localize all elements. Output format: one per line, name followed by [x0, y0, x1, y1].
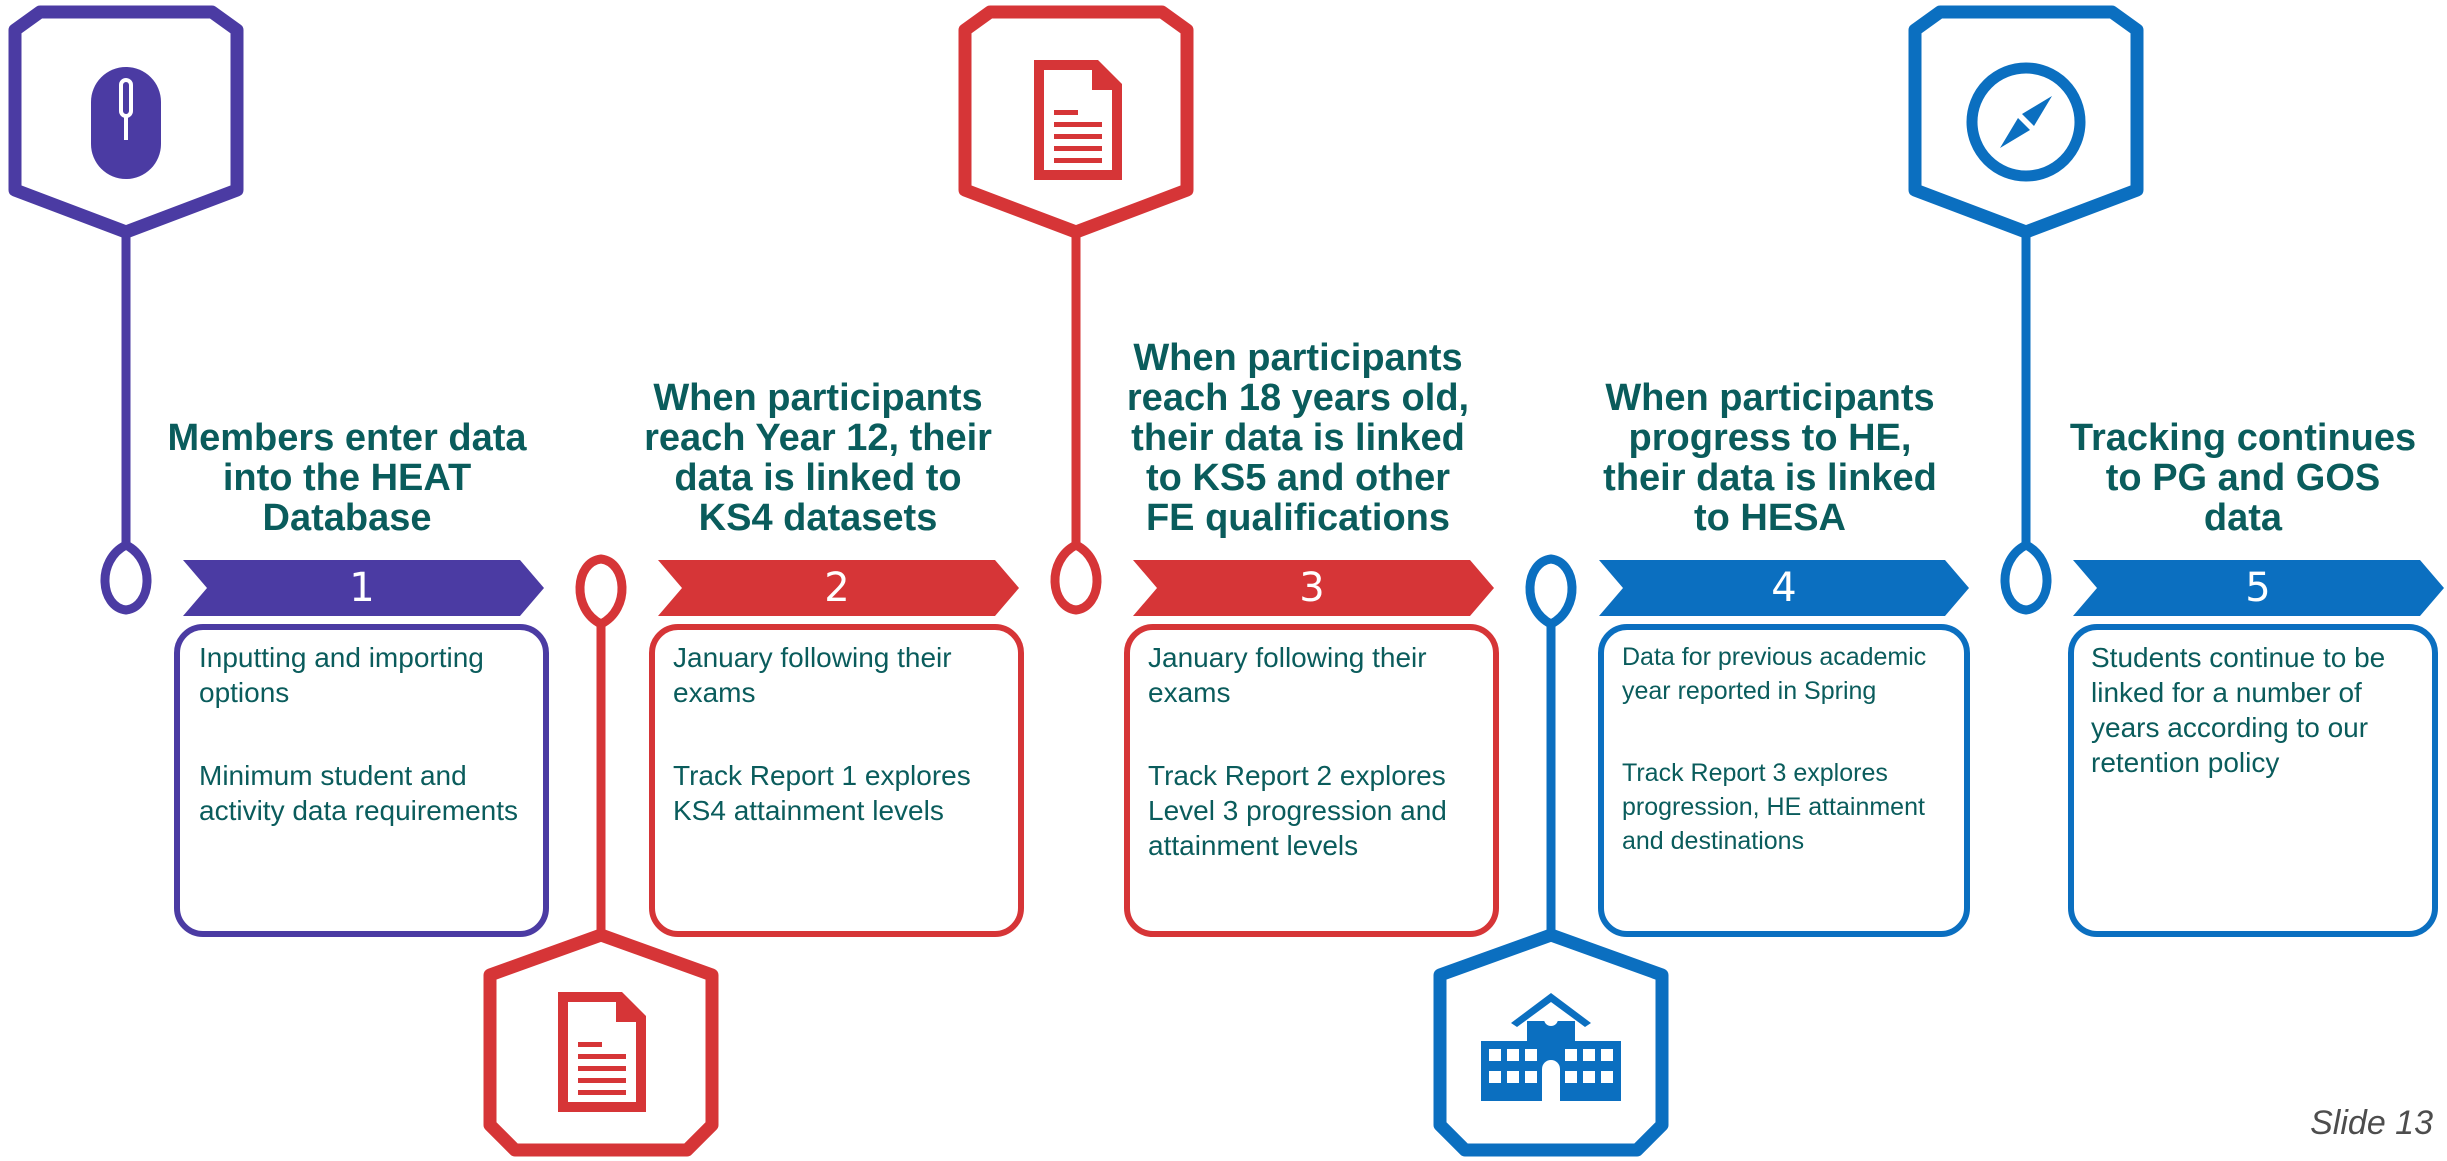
step-1-number: 1 — [349, 565, 375, 611]
step-2-number: 2 — [824, 565, 850, 611]
mouse-icon — [91, 67, 161, 179]
step-5-number: 5 — [2245, 565, 2271, 611]
step-3-paragraph-2: Track Report 2 explores Level 3 progress… — [1148, 760, 1447, 861]
step-3-chevron — [1133, 560, 1494, 616]
step-4-chevron — [1599, 560, 1969, 616]
step-5-pin — [1908, 5, 2144, 615]
step-3-card-text: January following their exams Track Repo… — [1148, 640, 1473, 863]
step-3-number: 3 — [1299, 565, 1325, 611]
step-1-heading: Members enter data into the HEAT Databas… — [167, 417, 527, 539]
slide-number: Slide 13 — [2310, 1104, 2433, 1142]
step-4-card — [1598, 624, 1970, 937]
step-5-heading: Tracking continues to PG and GOS data — [2069, 417, 2417, 539]
document-icon — [1034, 60, 1122, 180]
step-4-paragraph-2: Track Report 3 explores progression, HE … — [1622, 759, 1925, 855]
step-1-card — [174, 624, 549, 937]
step-3-heading: When participants reach 18 years old, th… — [1126, 337, 1470, 539]
step-4-card-text: Data for previous academic year reported… — [1622, 640, 1947, 858]
compass-icon — [1966, 62, 2086, 182]
step-5-card — [2068, 624, 2438, 937]
step-4-paragraph-1: Data for previous academic year reported… — [1622, 643, 1927, 705]
school-building-icon — [1481, 993, 1621, 1101]
step-4-heading: When participants progress to HE, their … — [1603, 377, 1937, 539]
step-1-paragraph-2: Minimum student and activity data requir… — [199, 760, 519, 826]
step-2-heading: When participants reach Year 12, their d… — [644, 377, 992, 539]
step-1-paragraph-1: Inputting and importing options — [199, 642, 484, 708]
step-2-paragraph-2: Track Report 1 explores KS4 attainment l… — [673, 760, 971, 826]
step-2-chevron — [658, 560, 1019, 616]
step-5-paragraph-1: Students continue to be linked for a num… — [2091, 642, 2386, 778]
step-5-card-text: Students continue to be linked for a num… — [2091, 640, 2416, 780]
step-5-chevron — [2073, 560, 2444, 616]
step-2-card-text: January following their exams Track Repo… — [673, 640, 998, 828]
step-1-card-text: Inputting and importing options Minimum … — [199, 640, 524, 828]
step-2-paragraph-1: January following their exams — [673, 642, 952, 708]
step-3-paragraph-1: January following their exams — [1148, 642, 1427, 708]
step-3-card — [1124, 624, 1499, 937]
document-icon — [558, 992, 646, 1112]
step-4-number: 4 — [1771, 565, 1797, 611]
step-2-card — [649, 624, 1024, 937]
step-1-chevron — [183, 560, 544, 616]
